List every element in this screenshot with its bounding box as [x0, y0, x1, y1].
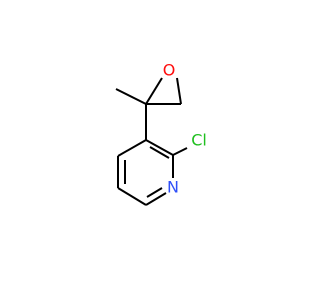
ring-bond-n-c6: [145, 192, 167, 206]
ring-bond-c6-c5: [117, 187, 147, 206]
epoxide-c-o-bond: [145, 77, 163, 105]
ring-bond-c3-c2: [145, 139, 174, 156]
molecule-structure: O Cl N: [115, 61, 207, 206]
nitrogen-atom-label: N: [167, 178, 179, 197]
oxygen-atom-label: O: [163, 61, 176, 80]
ring-bond-c4-c3: [117, 139, 147, 157]
epoxide-o-ch2-bond: [176, 77, 182, 105]
chlorine-bond: [172, 147, 188, 156]
ring-double-bond-n-c6: [146, 187, 163, 198]
chlorine-atom-label: Cl: [191, 131, 207, 150]
methyl-bond: [115, 88, 147, 105]
ring-double-bond-c3-c2: [149, 146, 170, 159]
